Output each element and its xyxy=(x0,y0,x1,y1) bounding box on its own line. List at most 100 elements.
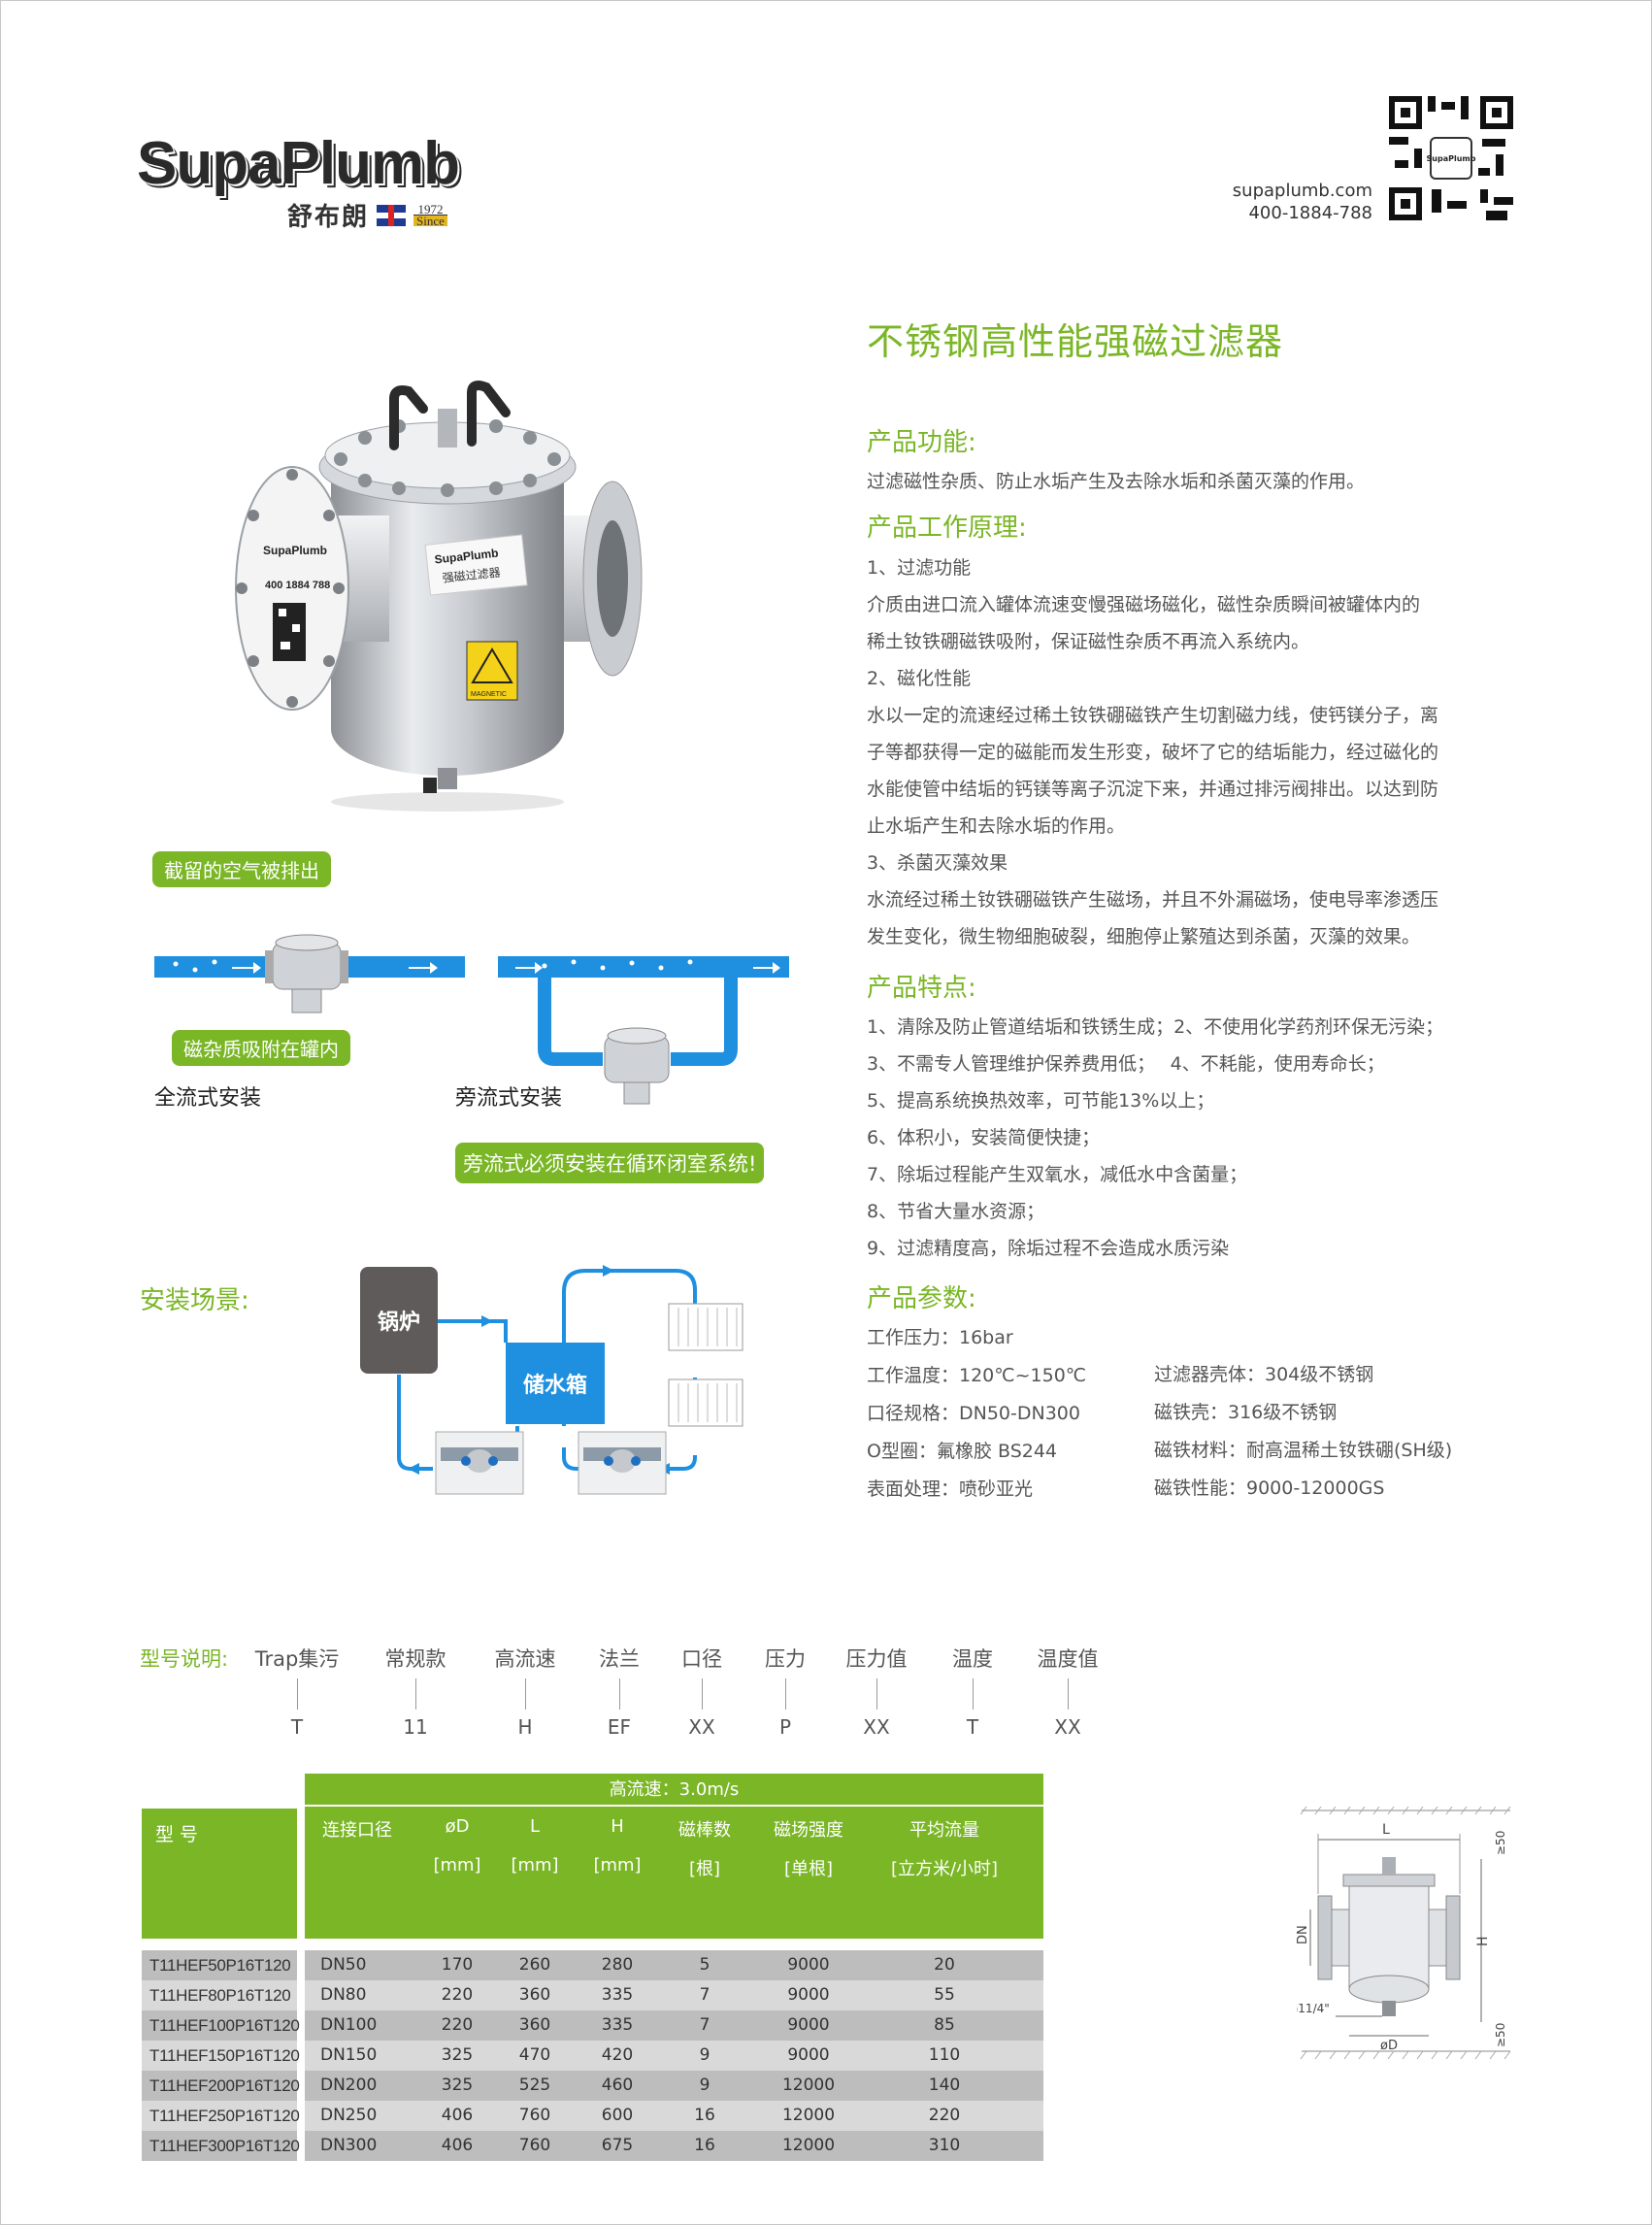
dimension-drawing: L DN H ≥50 ≥50 G11/4" øD xyxy=(1297,1807,1511,2059)
body-label-brand: SupaPlumb xyxy=(434,547,499,567)
table-cell: 85 xyxy=(934,2015,955,2035)
bubble-air-expelled: 截留的空气被排出 xyxy=(152,851,331,887)
table-cell: 12000 xyxy=(781,2136,836,2155)
table-cell: DN50 xyxy=(320,1955,367,1975)
model-part-code: XX xyxy=(1054,1715,1081,1739)
bubble-bypass-note: 旁流式必须安装在循环闭室系统! xyxy=(455,1143,765,1183)
principle-text: 1、过滤功能 介质由进口流入罐体流速变慢强磁场磁化，磁性杂质瞬间被罐体内的 稀土… xyxy=(867,549,1527,955)
dim-L: L xyxy=(1382,1822,1390,1838)
table-cell: DN250 xyxy=(320,2106,378,2125)
param-line: 工作压力：16bar xyxy=(867,1327,1013,1348)
table-cell: 325 xyxy=(441,2076,474,2095)
model-part: 压力值 XX xyxy=(833,1644,920,1739)
cell-model: T11HEF80P16T120 xyxy=(142,1980,297,2010)
dim-top-clear: ≥50 xyxy=(1494,1831,1507,1855)
column-unit: [mm] xyxy=(433,1855,481,1876)
column-unit: [mm] xyxy=(593,1855,642,1876)
table-cell: 20 xyxy=(934,1955,955,1975)
qr-center-label: SupaPlumb xyxy=(1427,137,1475,180)
table-cell: 760 xyxy=(518,2106,551,2125)
table-cell: 600 xyxy=(601,2106,634,2125)
since-year: 1972 xyxy=(413,203,447,216)
model-part-name: 温度值 xyxy=(1037,1647,1099,1671)
model-part-name: 压力 xyxy=(765,1647,806,1671)
column-header: 磁场强度 xyxy=(774,1820,843,1841)
model-part: 高流速 H xyxy=(481,1644,569,1739)
installation-scene-diagram xyxy=(397,1265,743,1495)
table-cell: 260 xyxy=(518,1955,551,1975)
features-heading: 产品特点: xyxy=(867,974,976,1003)
table-cell: 525 xyxy=(518,2076,551,2095)
table-cell: 220 xyxy=(441,2015,474,2035)
brand-chinese: 舒布朗 xyxy=(287,203,370,232)
param-line: 磁铁壳：316级不锈钢 xyxy=(1154,1402,1338,1423)
param-line: 口径规格：DN50-DN300 xyxy=(867,1403,1080,1424)
qr-code-icon: SupaPlumb xyxy=(1389,96,1513,220)
functions-text: 过滤磁性杂质、防止水垢产生及去除水垢和杀菌灭藻的作用。 xyxy=(867,463,1527,500)
row-data-bg xyxy=(305,1980,1043,2010)
table-top-header: 高流速：3.0m/s xyxy=(305,1774,1043,1807)
table-cell: 16 xyxy=(694,2136,715,2155)
column-header: 平均流量 xyxy=(909,1820,979,1841)
model-part-name: 压力值 xyxy=(845,1647,908,1671)
model-part-code: T xyxy=(290,1715,304,1739)
table-cell: 7 xyxy=(699,1985,710,2005)
phone: 400-1884-788 xyxy=(1248,203,1372,223)
model-part-name: Trap集污 xyxy=(254,1647,340,1671)
table-cell: 9 xyxy=(699,2076,710,2095)
principle-line: 2、磁化性能 xyxy=(867,668,972,689)
table-cell: 360 xyxy=(518,1985,551,2005)
website[interactable]: supaplumb.com xyxy=(1232,181,1372,201)
principle-line: 水能使管中结垢的钙镁等离子沉淀下来，并通过排污阀排出。以达到防 xyxy=(867,779,1439,800)
table-cell: 335 xyxy=(601,1985,634,2005)
model-part-name: 法兰 xyxy=(599,1647,640,1671)
warning-label: MAGNETIC xyxy=(471,691,507,698)
column-unit: [mm] xyxy=(511,1855,559,1876)
table-cell: 9000 xyxy=(787,1985,830,2005)
table-cell: 460 xyxy=(601,2076,634,2095)
brand-logo: SupaPlumb 舒布朗 1972 Since xyxy=(137,129,460,232)
since-badge: 1972 Since xyxy=(413,203,447,227)
model-part-code: EF xyxy=(607,1715,632,1739)
caption-bypass: 旁流式安装 xyxy=(455,1086,563,1111)
model-part-code: XX xyxy=(863,1715,890,1739)
contact-info: supaplumb.com 400-1884-788 xyxy=(1233,180,1372,224)
dim-G: G11/4" xyxy=(1297,2002,1330,2015)
model-part: 法兰 EF xyxy=(576,1644,663,1739)
row-data-bg xyxy=(305,2101,1043,2131)
row-data-bg xyxy=(305,2071,1043,2101)
model-part: Trap集污 T xyxy=(253,1644,341,1739)
column-unit: [立方米/小时] xyxy=(890,1859,999,1879)
functions-line: 过滤磁性杂质、防止水垢产生及去除水垢和杀菌灭藻的作用。 xyxy=(867,471,1366,492)
model-part: 温度值 XX xyxy=(1024,1644,1111,1739)
model-part: 压力 P xyxy=(742,1644,829,1739)
model-part-code: XX xyxy=(688,1715,715,1739)
param-line: 磁铁性能：9000-12000GS xyxy=(1154,1478,1385,1499)
row-data-bg xyxy=(305,2041,1043,2071)
param-line: 工作温度：120℃~150℃ xyxy=(867,1365,1087,1386)
cell-model: T11HEF250P16T120 xyxy=(142,2101,300,2131)
column-header: 连接口径 xyxy=(322,1820,392,1841)
table-cell: DN200 xyxy=(320,2076,378,2095)
table-cell: 406 xyxy=(441,2106,474,2125)
model-part-name: 高流速 xyxy=(494,1647,556,1671)
params-left: 工作压力：16bar 工作温度：120℃~150℃ 口径规格：DN50-DN30… xyxy=(867,1319,1086,1509)
param-line: 磁铁材料：耐高温稀土钕铁硼(SH级) xyxy=(1154,1440,1453,1461)
brand-wordmark: SupaPlumb xyxy=(137,130,460,197)
table-cell: 12000 xyxy=(781,2106,836,2125)
model-part: 口径 XX xyxy=(658,1644,745,1739)
table-cell: 325 xyxy=(441,2045,474,2065)
table-cell: 760 xyxy=(518,2136,551,2155)
model-part-name: 温度 xyxy=(952,1647,993,1671)
table-cell: DN300 xyxy=(320,2136,378,2155)
table-cell: 170 xyxy=(441,1955,474,1975)
feature-line: 1、清除及防止管道结垢和铁锈生成；2、不使用化学药剂环保无污染； xyxy=(867,1016,1444,1038)
bubble-magnetic-adsorbed: 磁杂质吸附在罐内 xyxy=(172,1030,350,1066)
table-cell: 55 xyxy=(934,1985,955,2005)
principle-line: 水以一定的流速经过稀土钕铁硼磁铁产生切割磁力线，使钙镁分子，离 xyxy=(867,705,1439,726)
installation-diagrams xyxy=(154,934,789,1105)
scene-heading: 安装场景: xyxy=(140,1286,249,1315)
principle-line: 3、杀菌灭藻效果 xyxy=(867,852,1008,874)
table-cell: 470 xyxy=(518,2045,551,2065)
